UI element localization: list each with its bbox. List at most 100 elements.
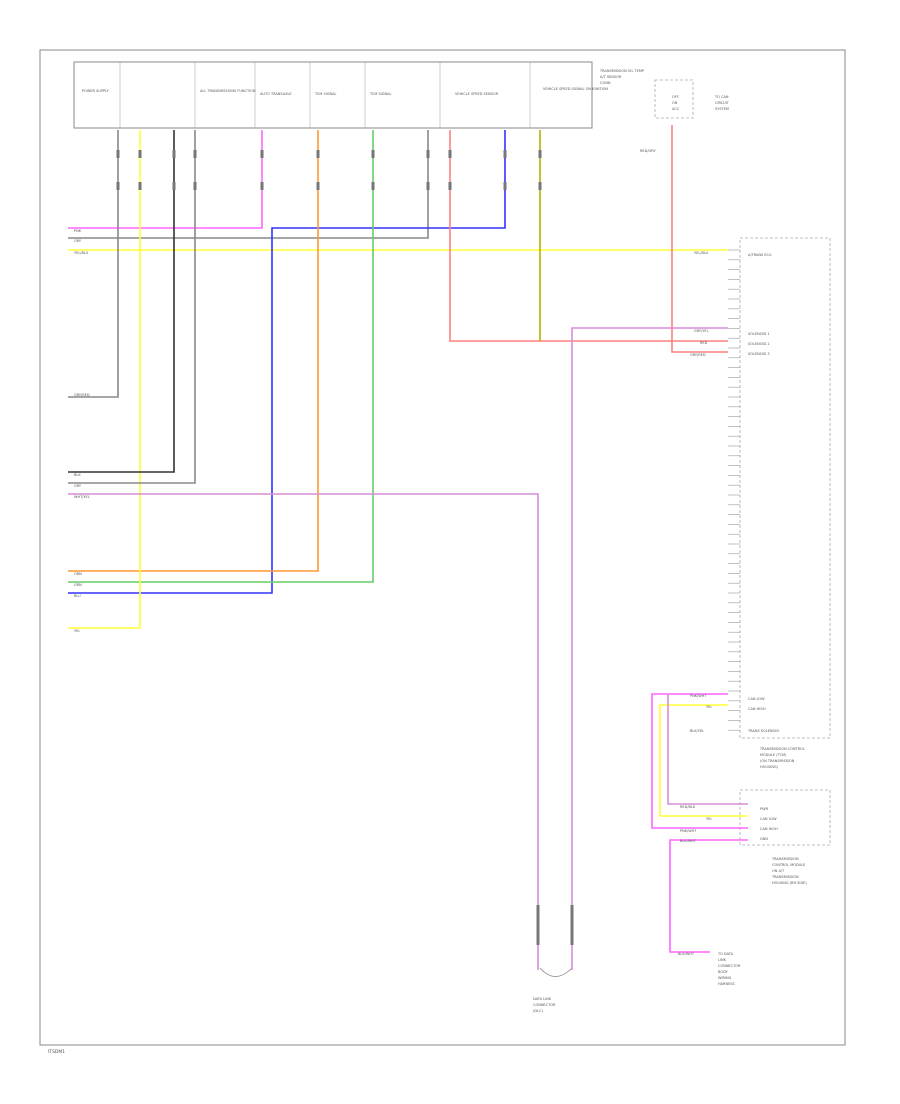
wire-violet (571, 327, 728, 970)
wire-label-grn: GRN (74, 583, 82, 587)
bottom-right-wire-label: BLK/WHT (678, 952, 695, 956)
module-2: PWR CAN LOW CAN HIGH GND TRANSMISSION CO… (739, 789, 831, 885)
connector-pin-1-1 (138, 182, 142, 190)
module2-caption-1: CONTROL MODULE (772, 863, 805, 867)
relay-wire-label: RED/GRY (640, 149, 656, 153)
module-2-box (739, 789, 831, 846)
module2-caption-4: HOUSING (RH SIDE) (772, 881, 807, 885)
diagram-border (39, 49, 846, 1046)
right-caption-4: WIRING (718, 976, 732, 980)
relay-side-1: CIRCUIT (715, 101, 730, 105)
tcm-caption-0: TRANSMISSION CONTROL (759, 747, 805, 751)
wire-label-r-gryred: GRY/RED (690, 353, 706, 357)
wire-label-blu: BLU (74, 594, 81, 598)
relay-label-0: OFF (672, 95, 679, 99)
wire-pink-lower (651, 693, 748, 829)
wire-black (68, 130, 175, 473)
wire-white-yellow (68, 493, 539, 970)
wire-gray-red (68, 130, 119, 398)
dlc-pin-1 (570, 905, 574, 945)
main-connector: POWER SUPPLY ALL TRANSMISSIONS FUNCTION … (73, 61, 608, 129)
oil-temp-sensor: TRANSMISSION OIL TEMP A/T SENSOR CONN OF… (599, 69, 730, 153)
connector-pin-8-0 (448, 150, 452, 158)
connector-pin-8-1 (448, 182, 452, 190)
tcm-pin-low-0: CAN LOW (748, 697, 765, 701)
module2-caption-0: TRANSMISSION (771, 857, 799, 861)
connector-pin-5-0 (316, 150, 320, 158)
wire-label-r-gryyel: GRY/YEL (694, 329, 709, 333)
connector-pin-2-0 (172, 150, 176, 158)
module2-pin-1: CAN LOW (760, 817, 777, 821)
module2-caption-3: TRANSMISSION (771, 875, 799, 879)
wire-label-gry2: GRY (74, 484, 82, 488)
section-label-2: ALL TRANSMISSIONS FUNCTION (200, 89, 256, 93)
wire-label-r-yel: YEL (706, 705, 712, 709)
wire-violet-module2 (667, 694, 748, 805)
dlc-right-caption: TO DATA LINK CONNECTOR BODY WIRING HARNE… (678, 952, 741, 986)
dlc-pin-0 (536, 905, 540, 945)
tcm-caption-2: (ON TRANSMISSION (760, 759, 795, 763)
connector-pin-3-0 (193, 150, 197, 158)
tcm-pin-low-1: CAN HIGH (748, 707, 766, 711)
wire-orange (68, 130, 319, 572)
tcm-caption-1: MODULE (TCM) (760, 753, 787, 757)
connector-pin-7-1 (426, 182, 430, 190)
wire-label-m2-3: BLK/WHT (680, 839, 697, 843)
wire-yellow-bottom (68, 130, 141, 629)
sensor-line-1: CONN (600, 81, 611, 85)
tcm-pin-mid-0: SOLENOID 1 (748, 332, 770, 336)
wire-pink-bottom-right (669, 839, 748, 953)
wire-yellow-lower (659, 704, 748, 817)
right-caption-3: BODY (718, 970, 729, 974)
relay-label-1: ON (672, 101, 678, 105)
wire-blue (68, 130, 506, 594)
wire-label-m2-1: YEL (706, 817, 712, 821)
wire-label-pnk: PNK (74, 229, 82, 233)
wire-green (68, 130, 374, 583)
wires (68, 125, 748, 970)
section-label-4: TCM SIGNAL (314, 92, 336, 96)
footer-code: ITSDM1 (48, 1049, 65, 1055)
wire-relay-red (671, 125, 728, 353)
wire-label-m2-2: PNK/WHT (680, 829, 697, 833)
wire-label-r-red: RED (700, 341, 708, 345)
module2-pin-2: CAN HIGH (760, 827, 778, 831)
dlc-lower: DATA LINK CONNECTOR (DLC) (533, 967, 573, 1013)
wire-label-r-yelblu: YEL/BLU (694, 251, 709, 255)
section-label-3: AUTO TRANSAXLE (260, 92, 292, 96)
connector-pin-4-1 (260, 182, 264, 190)
section-label-7: VEHICLE SPEED SENSOR (455, 92, 499, 96)
wire-gray-low (68, 130, 196, 484)
connector-pin-9-0 (503, 150, 507, 158)
connector-pin-5-1 (316, 182, 320, 190)
wire-label-gryred: GRY/RED (74, 393, 90, 397)
module2-caption-2: ON A/T (772, 869, 785, 873)
lower-caption-1: CONNECTOR (533, 1003, 556, 1007)
connector-pin-6-1 (371, 182, 375, 190)
tcm-pin-mid-1: SOLENOID 2 (748, 342, 770, 346)
module2-pin-0: PWR (760, 807, 769, 811)
wire-label-blk: BLK (74, 473, 81, 477)
connector-pin-9-1 (503, 182, 507, 190)
connector-pin-7-0 (426, 150, 430, 158)
relay-label-2: ACC (672, 107, 680, 111)
wire-label-gry: GRY (74, 239, 82, 243)
sensor-line-0: A/T SENSOR (600, 75, 622, 79)
relay-side-0: TO CAN (714, 95, 729, 99)
tcm-pin-mid-2: SOLENOID 3 (748, 352, 770, 356)
tcm-module: A/TRANS ECU SOLENOID 1 SOLENOID 2 SOLENO… (728, 237, 831, 769)
wire-label-yel: YEL (74, 629, 80, 633)
section-label-5: TCM SIGNAL (369, 92, 391, 96)
tcm-caption-3: HOUSING) (760, 765, 779, 769)
connector-pin-10-1 (538, 182, 542, 190)
connector-pin-0-1 (116, 182, 120, 190)
wire-label-r-blkyel: BLK/YEL (690, 729, 704, 733)
wire-label-whtyel: WHT/YEL (74, 495, 90, 499)
right-wire-labels: YEL/BLU GRY/YEL RED GRY/RED PNK/WHT YEL … (680, 251, 712, 843)
connector-pin-1-0 (138, 150, 142, 158)
connector-pin-0-0 (116, 150, 120, 158)
wire-red (449, 130, 728, 342)
relay-side-2: SYSTEM (715, 107, 729, 111)
tcm-pin-low-3: TRANS SOLENOID (747, 729, 779, 733)
right-caption-1: LINK (718, 958, 727, 962)
